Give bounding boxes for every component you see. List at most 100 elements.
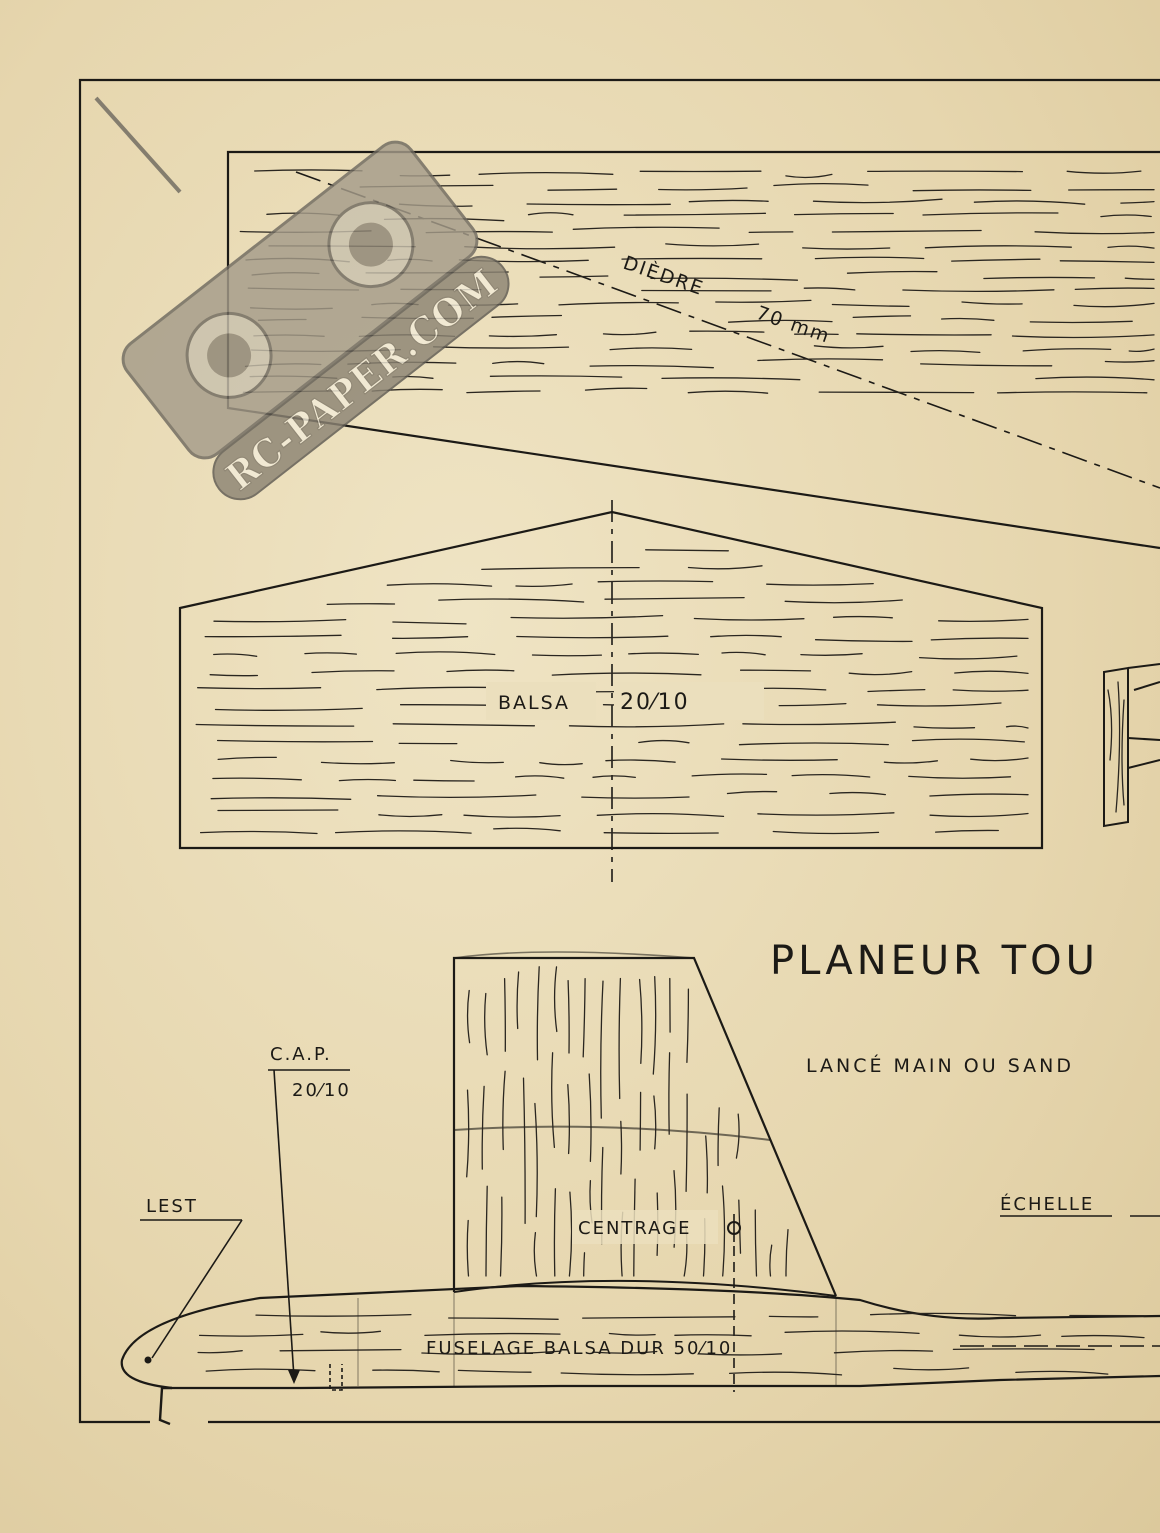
- grain-stroke: [214, 707, 363, 711]
- grain-stroke: [1035, 376, 1155, 381]
- grain-stroke: [304, 652, 358, 655]
- grain-stroke: [527, 212, 574, 216]
- grain-stroke: [1005, 725, 1029, 729]
- grain-stroke: [515, 583, 573, 588]
- grain-stroke: [912, 189, 1032, 192]
- grain-stroke: [728, 1371, 843, 1376]
- title-scale: ÉCHELLE: [1000, 1193, 1094, 1215]
- grain-stroke: [773, 182, 869, 187]
- cap-callout: C.A.P. 20⁄10: [268, 1044, 350, 1384]
- grain-stroke: [687, 565, 763, 570]
- grain-stroke: [812, 198, 943, 204]
- grain-stroke: [638, 739, 690, 744]
- grain-stroke: [958, 1334, 1042, 1338]
- grain-stroke: [628, 652, 699, 656]
- grain-stroke: [320, 1330, 382, 1334]
- grain-stroke: [217, 756, 277, 761]
- grain-stroke: [738, 742, 889, 746]
- grain-stroke: [813, 345, 884, 349]
- grain-stroke: [438, 598, 585, 603]
- grain-stroke: [710, 634, 782, 638]
- grain-stroke: [954, 670, 1029, 675]
- watermark-logo: RC-PAPER.COM: [94, 96, 510, 501]
- grain-stroke: [432, 346, 570, 349]
- grain-stroke: [466, 1089, 470, 1178]
- grain-stroke: [489, 375, 623, 378]
- grain-stroke: [485, 1185, 488, 1277]
- grain-stroke: [778, 702, 847, 707]
- grain-stroke: [735, 1113, 740, 1159]
- title-block: PLANEUR TOU LANCÉ MAIN OU SAND ÉCHELLE: [770, 938, 1160, 1217]
- grain-stroke: [1107, 245, 1155, 249]
- grain-stroke: [1073, 302, 1155, 308]
- grain-stroke: [814, 639, 913, 643]
- grain-stroke: [911, 738, 1025, 743]
- grain-stroke: [934, 829, 999, 833]
- grain-stroke: [605, 759, 676, 763]
- grain-stroke: [597, 580, 714, 583]
- grain-stroke: [952, 689, 1029, 692]
- grain-stroke: [715, 299, 812, 303]
- grain-stroke: [572, 226, 720, 230]
- grain-stroke: [539, 275, 609, 278]
- dihedral-value: 70 mm: [753, 302, 833, 348]
- grain-stroke: [516, 635, 669, 639]
- grain-stroke: [582, 1316, 736, 1319]
- grain-stroke: [596, 812, 725, 818]
- grain-stroke: [952, 1348, 1095, 1351]
- grain-stroke: [638, 978, 643, 1064]
- lest-label: LEST: [146, 1196, 198, 1217]
- grain-stroke: [924, 245, 1072, 249]
- grain-stroke: [717, 1107, 720, 1167]
- grain-stroke: [726, 790, 778, 795]
- grain-stroke: [481, 1085, 485, 1170]
- grain-stroke: [209, 674, 259, 677]
- grain-stroke: [772, 830, 880, 835]
- grain-stroke: [493, 827, 561, 832]
- grain-stroke: [1104, 360, 1155, 363]
- grain-stroke: [526, 203, 671, 206]
- grain-stroke: [589, 364, 714, 369]
- grain-stroke: [199, 830, 318, 835]
- grain-stroke: [334, 830, 472, 834]
- grain-stroke: [551, 672, 702, 676]
- grain-stroke: [922, 212, 1059, 216]
- grain-stroke: [210, 797, 352, 800]
- tailplane-thickness: 20⁄10: [620, 690, 690, 715]
- grain-stroke: [883, 760, 939, 764]
- grain-stroke: [691, 773, 768, 777]
- grain-stroke: [739, 669, 812, 672]
- grain-stroke: [686, 988, 690, 1063]
- grain-stroke: [951, 258, 1041, 262]
- grain-stroke: [757, 358, 884, 362]
- grain-stroke: [791, 773, 871, 778]
- grain-stroke: [424, 1332, 561, 1337]
- grain-stroke: [639, 1091, 642, 1151]
- grain-stroke: [742, 721, 896, 726]
- grain-stroke: [503, 977, 506, 1052]
- grain-stroke: [1074, 287, 1155, 291]
- grain-stroke: [338, 778, 397, 782]
- rudder-detail-sketch: [1103, 663, 1160, 828]
- grain-stroke: [721, 651, 766, 656]
- grain-stroke: [558, 301, 679, 306]
- grain-stroke: [720, 758, 838, 761]
- grain-stroke: [1015, 1370, 1109, 1375]
- grain-stroke: [372, 1369, 440, 1373]
- grain-stroke: [195, 723, 355, 727]
- grain-stroke: [502, 1070, 506, 1151]
- grain-stroke: [803, 287, 856, 291]
- cap-label: C.A.P.: [270, 1044, 332, 1065]
- grain-stroke: [212, 777, 302, 781]
- grain-stroke: [320, 761, 395, 765]
- grain-stroke: [757, 687, 827, 691]
- grain-stroke: [386, 583, 493, 587]
- grain-stroke: [768, 1315, 819, 1318]
- grain-stroke: [446, 669, 515, 673]
- grain-stroke: [674, 1334, 752, 1337]
- grain-stroke: [831, 303, 910, 308]
- grain-stroke: [621, 257, 763, 260]
- grain-stroke: [484, 992, 488, 1056]
